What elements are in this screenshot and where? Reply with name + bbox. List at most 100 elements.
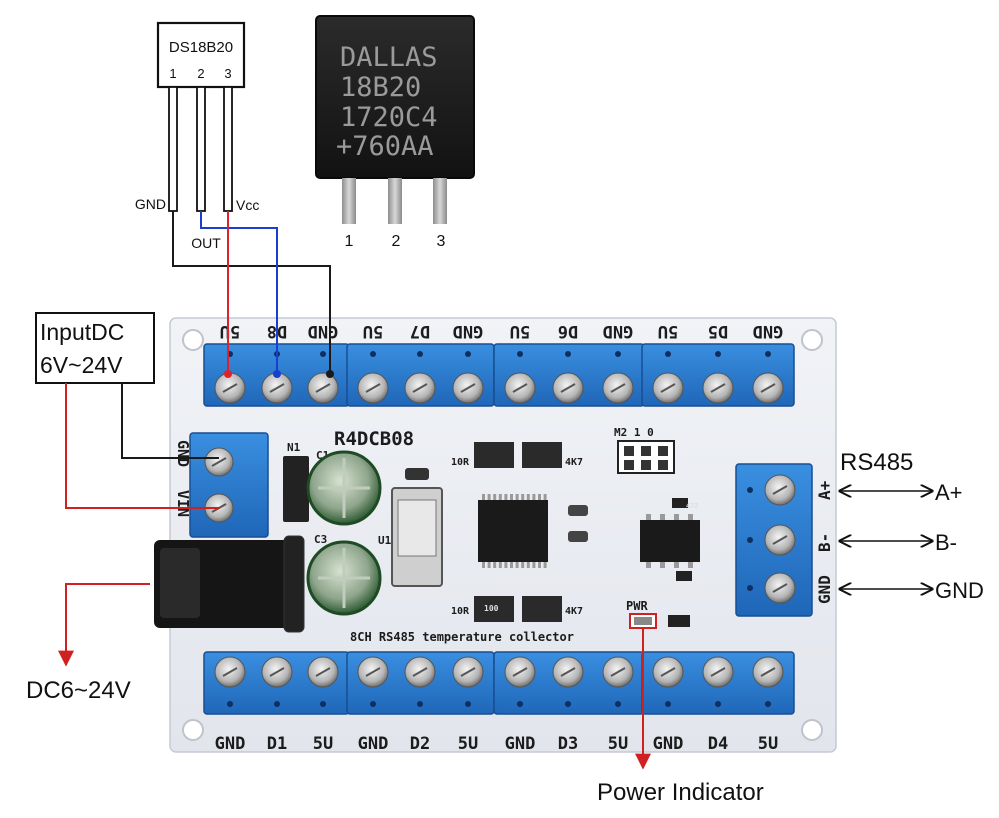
wire-entry-hole bbox=[465, 351, 471, 357]
ic-pin bbox=[515, 494, 519, 500]
ic-pin bbox=[688, 562, 693, 568]
ic-pin bbox=[498, 494, 502, 500]
ic-pin bbox=[538, 562, 541, 568]
screw-slot bbox=[365, 667, 381, 677]
wire-entry-hole bbox=[465, 701, 471, 707]
ic-pin bbox=[504, 562, 508, 568]
screw-slot bbox=[460, 383, 476, 393]
terminal-label: GND bbox=[358, 734, 389, 754]
label-10r-top: 10R bbox=[451, 457, 470, 468]
ic-pin bbox=[482, 494, 485, 500]
terminal-label: 5U bbox=[608, 734, 628, 754]
ic-pin bbox=[674, 562, 679, 568]
resistor-code-472: 472 bbox=[686, 502, 699, 510]
wire-entry-hole bbox=[517, 351, 523, 357]
ic-pin bbox=[532, 562, 536, 568]
chip-marking-line-1: DALLAS bbox=[340, 42, 438, 73]
terminal-label: 5U bbox=[510, 321, 530, 341]
screw-slot bbox=[760, 667, 776, 677]
rs485-transceiver bbox=[640, 520, 700, 562]
chip-pin-1: 1 bbox=[345, 233, 354, 250]
bottom-terminal-block bbox=[203, 651, 795, 715]
wire-entry-hole bbox=[615, 701, 621, 707]
rs485-label-b: B- bbox=[815, 533, 834, 552]
header-pin bbox=[624, 460, 634, 470]
chip-marking-line-3: 1720C4 bbox=[340, 102, 438, 133]
ic-pin bbox=[482, 562, 485, 568]
board-subtitle: 8CH RS485 temperature collector bbox=[350, 630, 574, 644]
wire-entry-hole bbox=[274, 701, 280, 707]
label-c3: C3 bbox=[314, 533, 327, 546]
rs485-label-a: A+ bbox=[815, 480, 834, 500]
ic-pin bbox=[521, 562, 525, 568]
power-label-gnd: GND bbox=[174, 440, 192, 467]
rs485-line-a: A+ bbox=[935, 480, 963, 505]
terminal-label: D2 bbox=[410, 734, 430, 754]
rs485-callout: RS485 A+ B- GND bbox=[840, 449, 984, 603]
top-terminal-block bbox=[203, 343, 795, 407]
rs485-title: RS485 bbox=[840, 449, 913, 476]
power-section-components: N1 C1 C3 U1 bbox=[283, 441, 443, 616]
terminal-label: 5U bbox=[363, 321, 383, 341]
ic-pin bbox=[510, 494, 513, 500]
ic-pin bbox=[660, 514, 665, 520]
terminal-label: D4 bbox=[708, 734, 728, 754]
screw-slot bbox=[269, 383, 285, 393]
input-dc-callout: InputDC 6V~24V bbox=[35, 312, 219, 509]
screw-slot bbox=[512, 667, 528, 677]
dc-jack-label: DC6~24V bbox=[26, 677, 131, 704]
ic-pin bbox=[526, 494, 530, 500]
terminal-label: GND bbox=[603, 321, 634, 341]
screw-slot bbox=[222, 667, 238, 677]
wire-entry-hole bbox=[417, 351, 423, 357]
wire-entry-hole bbox=[615, 351, 621, 357]
screw-slot bbox=[412, 667, 428, 677]
wire-entry-hole bbox=[665, 351, 671, 357]
pin-number-2: 2 bbox=[197, 66, 204, 81]
screw-slot bbox=[315, 667, 331, 677]
terminal-label: 5U bbox=[313, 734, 333, 754]
header-pin bbox=[641, 446, 651, 456]
terminal-label: GND bbox=[453, 321, 484, 341]
wire-entry-hole bbox=[565, 351, 571, 357]
label-4k7-bottom: 4K7 bbox=[565, 606, 583, 617]
screw-slot bbox=[710, 667, 726, 677]
ic-pin bbox=[646, 514, 651, 520]
screw-slot bbox=[222, 383, 238, 393]
ic-pin bbox=[646, 562, 651, 568]
sensor-wires bbox=[172, 211, 334, 378]
chip-marking-line-2: 18B20 bbox=[340, 72, 421, 103]
header-pin bbox=[624, 446, 634, 456]
terminal-label: GND bbox=[505, 734, 536, 754]
label-n1: N1 bbox=[287, 441, 301, 454]
ic-pin bbox=[688, 514, 693, 520]
pin-label-gnd: GND bbox=[135, 196, 166, 212]
ds18b20-chip: DALLAS 18B20 1720C4 +760AA 1 2 3 bbox=[315, 15, 475, 250]
screw-slot bbox=[512, 383, 528, 393]
ic-pin bbox=[543, 562, 547, 568]
header-pin bbox=[658, 446, 668, 456]
screw-slot bbox=[365, 383, 381, 393]
board-name: R4DCB08 bbox=[334, 428, 414, 450]
ic-pin bbox=[543, 494, 547, 500]
screw-slot bbox=[560, 383, 576, 393]
terminal-label: 5U bbox=[458, 734, 478, 754]
dc-jack-callout: DC6~24V bbox=[26, 583, 150, 704]
wire-entry-hole bbox=[765, 701, 771, 707]
ic-pin bbox=[515, 562, 519, 568]
header-pin bbox=[658, 460, 668, 470]
ic-pin bbox=[538, 494, 541, 500]
screw-slot bbox=[412, 383, 428, 393]
pin-number-3: 3 bbox=[224, 66, 231, 81]
power-indicator-callout: Power Indicator bbox=[597, 628, 764, 806]
terminal-label: D5 bbox=[708, 321, 728, 341]
ic-pin bbox=[504, 494, 508, 500]
screw-slot bbox=[660, 667, 676, 677]
data-wire bbox=[200, 211, 278, 372]
ic-pin bbox=[526, 562, 530, 568]
screw-slot bbox=[610, 667, 626, 677]
wire-entry-hole bbox=[565, 701, 571, 707]
